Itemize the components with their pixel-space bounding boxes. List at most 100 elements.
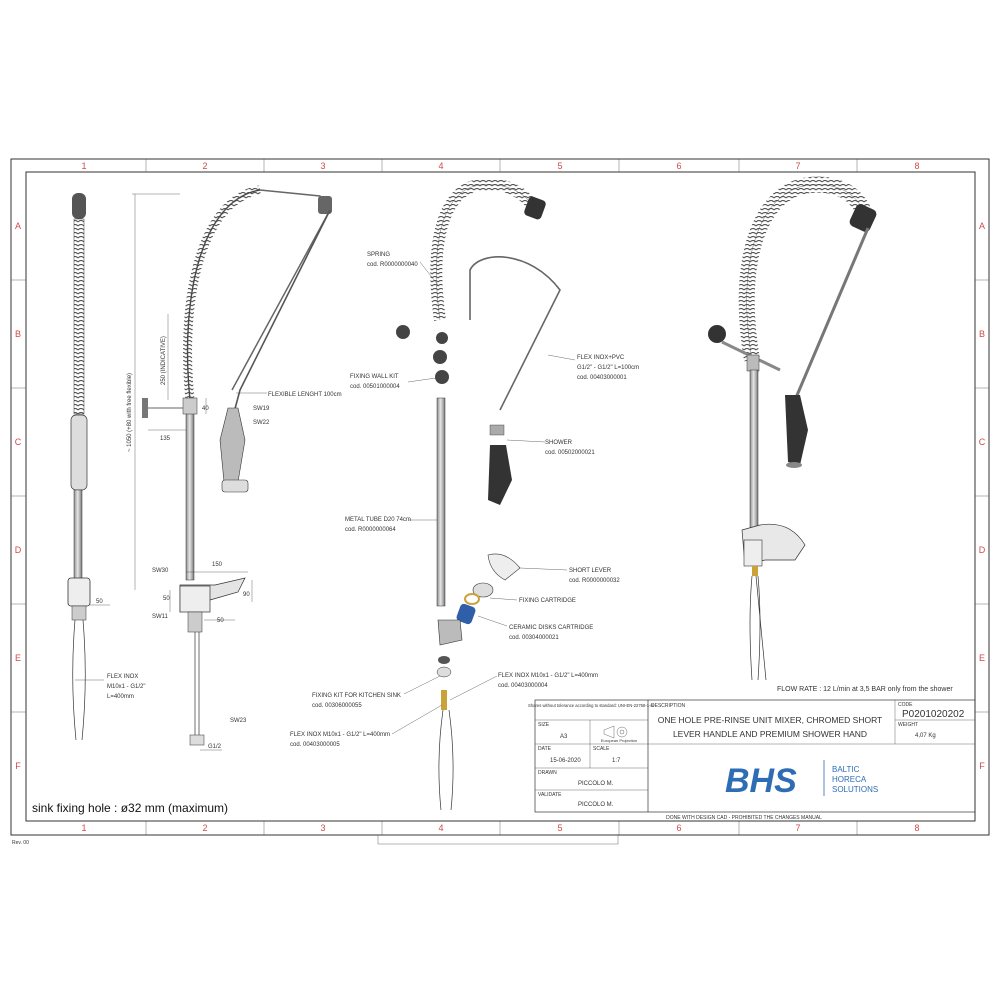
col-label: 8 xyxy=(914,161,919,171)
company-line2: HORECA xyxy=(832,775,867,784)
projection-symbol-icon xyxy=(603,725,628,739)
dim-50-side: 50 xyxy=(90,599,110,606)
row-label: C xyxy=(979,437,986,447)
row-label: E xyxy=(979,653,985,663)
company-line3: SOLUTIONS xyxy=(832,785,878,794)
scale-value: 1:7 xyxy=(612,758,621,764)
dim-50: 50 xyxy=(163,596,170,602)
part-flexm2: FLEX INOX M10x1 - G1/2" L=400mm xyxy=(290,732,390,738)
part-flexm2-code: cod. 00403000005 xyxy=(290,742,340,748)
size-value: A3 xyxy=(560,734,568,740)
part-cartridge: FIXING CARTRIDGE xyxy=(519,598,576,604)
flex-left-line2: M10x1 - G1/2" xyxy=(107,684,145,690)
footer-note: DONE WITH DESIGN CAD - PROHIBITED THE CH… xyxy=(666,815,822,821)
front-view xyxy=(142,185,332,746)
tolerance-note: Shares without tolerance according to st… xyxy=(528,703,654,708)
col-label: 1 xyxy=(81,161,86,171)
drawn-value: PICCOLO M. xyxy=(578,781,614,787)
part-wall-kit: FIXING WALL KIT xyxy=(350,374,399,380)
exploded-leaders xyxy=(391,261,576,735)
part-tube-code: cod. R0000000064 xyxy=(345,527,396,533)
part-flexpvc-spec: G1/2" - G1/2" L=100cm xyxy=(577,365,639,371)
dim-50-lower: 50 xyxy=(217,618,224,624)
row-labels-right: A B C D E F xyxy=(979,221,986,771)
dim-label: 50 xyxy=(96,599,103,605)
date-value: 15-06-2020 xyxy=(550,758,581,764)
col-label: 3 xyxy=(320,161,325,171)
column-labels-bottom: 1 2 3 4 5 6 7 8 xyxy=(81,823,919,833)
row-label: A xyxy=(15,221,21,231)
dim-135: 135 xyxy=(160,436,171,442)
grid-column-dividers xyxy=(145,159,858,835)
part-sink-kit-code: cod. 00306000055 xyxy=(312,703,362,709)
part-wall-kit-code: cod. 00501000004 xyxy=(350,384,400,390)
grid-row-dividers xyxy=(11,279,989,713)
description-label: DESCRIPTION xyxy=(651,703,686,709)
sw30-label: SW30 xyxy=(152,568,169,574)
bhs-logo: BHS xyxy=(725,762,797,800)
weight-label: WEIGHT xyxy=(898,722,918,728)
col-label: 4 xyxy=(438,823,443,833)
title-block xyxy=(534,699,976,813)
flex-left-callout: FLEX INOX M10x1 - G1/2" L=400mm xyxy=(75,674,145,700)
col-label: 5 xyxy=(557,823,562,833)
row-label: B xyxy=(15,329,21,339)
code-value: P0201020202 xyxy=(902,709,965,720)
col-label: 6 xyxy=(676,823,681,833)
validate-label: VALIDATE xyxy=(538,792,562,798)
validate-value: PICCOLO M. xyxy=(578,802,614,808)
flexible-length-label: FLEXIBLE LENGHT 100cm xyxy=(268,392,342,398)
column-labels-top: 1 2 3 4 5 6 7 8 xyxy=(81,161,919,171)
col-label: 2 xyxy=(202,823,207,833)
dim-90: 90 xyxy=(243,592,250,598)
part-flexm-code: cod. 00403000004 xyxy=(498,683,548,689)
part-tube: METAL TUBE D20 74cm xyxy=(345,517,411,523)
g12-label: G1/2 xyxy=(208,744,222,750)
drawn-label: DRAWN xyxy=(538,770,557,776)
row-label: E xyxy=(15,653,21,663)
dim-40: 40 xyxy=(202,406,209,412)
dim-indicative: 250 (INDICATIVE) xyxy=(161,336,167,385)
dim-150: 150 xyxy=(212,562,223,568)
row-label: F xyxy=(979,761,985,771)
flow-rate-note: FLOW RATE : 12 L/min at 3,5 BAR only fro… xyxy=(777,686,953,693)
row-label: B xyxy=(979,329,985,339)
code-label: CODE xyxy=(898,702,913,708)
row-label: D xyxy=(979,545,986,555)
revision-label: Rev. 00 xyxy=(12,840,29,846)
front-view-dimensions xyxy=(132,193,253,751)
part-flexpvc: FLEX INOX+PVC xyxy=(577,355,625,361)
row-label: D xyxy=(15,545,22,555)
date-label: DATE xyxy=(538,746,552,752)
row-label: A xyxy=(979,221,985,231)
sink-note: sink fixing hole : ø32 mm (maximum) xyxy=(32,801,228,815)
projection-label: European Projection xyxy=(601,738,637,743)
dim-height: ~ 1050 (+80 with free flexible) xyxy=(127,373,133,452)
part-shower-code: cod. 00502000021 xyxy=(545,450,595,456)
exploded-view xyxy=(396,178,561,811)
col-label: 4 xyxy=(438,161,443,171)
weight-value: 4,07 Kg xyxy=(915,733,936,739)
col-label: 7 xyxy=(795,161,800,171)
part-lever-code: cod. R0000000032 xyxy=(569,578,620,584)
col-label: 1 xyxy=(81,823,86,833)
row-labels-left: A B C D E F xyxy=(15,221,22,771)
inner-frame xyxy=(25,171,976,822)
part-spring: SPRING xyxy=(367,252,390,258)
sw23-label: SW23 xyxy=(230,718,247,724)
size-label: SIZE xyxy=(538,722,550,728)
sw11-label: SW11 xyxy=(152,614,169,620)
sw19-label: SW19 xyxy=(253,406,270,412)
part-ceramic-code: cod. 00304000021 xyxy=(509,635,559,641)
part-shower: SHOWER xyxy=(545,440,573,446)
row-label: F xyxy=(15,761,21,771)
iso-view xyxy=(708,176,877,681)
part-sink-kit: FIXING KIT FOR KITCHEN SINK xyxy=(312,693,401,699)
col-label: 7 xyxy=(795,823,800,833)
description-line1: ONE HOLE PRE-RINSE UNIT MIXER, CHROMED S… xyxy=(658,715,883,725)
company-line1: BALTIC xyxy=(832,765,860,774)
flex-left-line1: FLEX INOX xyxy=(107,674,138,680)
sw22-label: SW22 xyxy=(253,420,270,426)
col-label: 3 xyxy=(320,823,325,833)
